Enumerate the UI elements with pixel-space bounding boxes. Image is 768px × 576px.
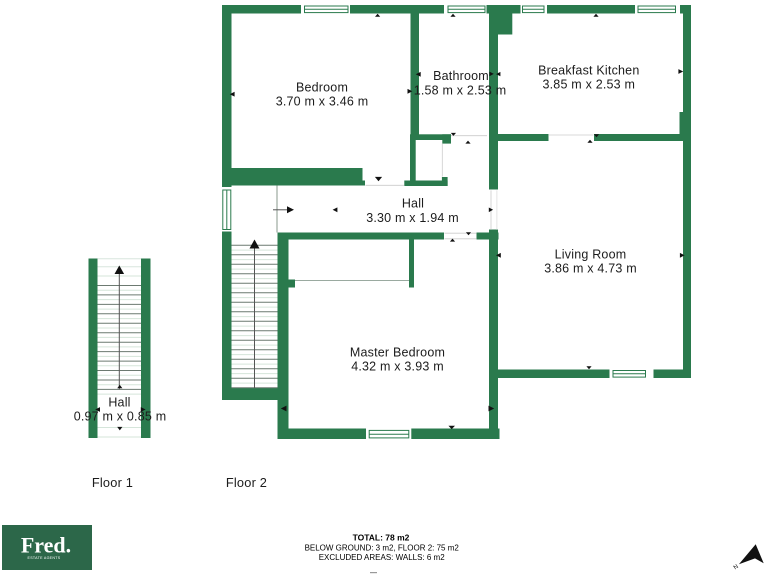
svg-text:N: N	[733, 564, 740, 571]
svg-text:Fred.: Fred.	[21, 533, 71, 558]
svg-text:3.30 m x 1.94 m: 3.30 m x 1.94 m	[366, 211, 459, 225]
svg-text:Bedroom: Bedroom	[296, 80, 348, 94]
svg-text:TOTAL: 78 m2: TOTAL: 78 m2	[353, 533, 410, 543]
svg-text:0.97 m x 0.85 m: 0.97 m x 0.85 m	[74, 410, 167, 424]
svg-text:4.32 m x 3.93 m: 4.32 m x 3.93 m	[351, 360, 444, 374]
svg-text:Hall: Hall	[402, 197, 424, 211]
svg-text:Living Room: Living Room	[555, 247, 627, 261]
svg-text:Bathroom: Bathroom	[433, 69, 489, 83]
svg-text:3.86 m x 4.73 m: 3.86 m x 4.73 m	[544, 262, 637, 276]
svg-text:BELOW GROUND: 3 m2, FLOOR 2: 7: BELOW GROUND: 3 m2, FLOOR 2: 75 m2	[305, 543, 460, 552]
svg-text:EXCLUDED AREAS: WALLS: 6 m2: EXCLUDED AREAS: WALLS: 6 m2	[319, 553, 446, 562]
svg-text:3.85 m x 2.53 m: 3.85 m x 2.53 m	[542, 77, 635, 91]
svg-text:ESTATE AGENTS: ESTATE AGENTS	[28, 556, 61, 560]
svg-text:Breakfast Kitchen: Breakfast Kitchen	[538, 63, 639, 77]
svg-text:Hall: Hall	[108, 396, 130, 410]
svg-text:Floor 1: Floor 1	[92, 475, 133, 490]
svg-text:3.70 m x 3.46 m: 3.70 m x 3.46 m	[276, 95, 369, 109]
svg-text:Floor 2: Floor 2	[226, 475, 267, 490]
svg-text:Master Bedroom: Master Bedroom	[350, 345, 445, 359]
svg-text:1.58 m x 2.53 m: 1.58 m x 2.53 m	[414, 83, 507, 97]
